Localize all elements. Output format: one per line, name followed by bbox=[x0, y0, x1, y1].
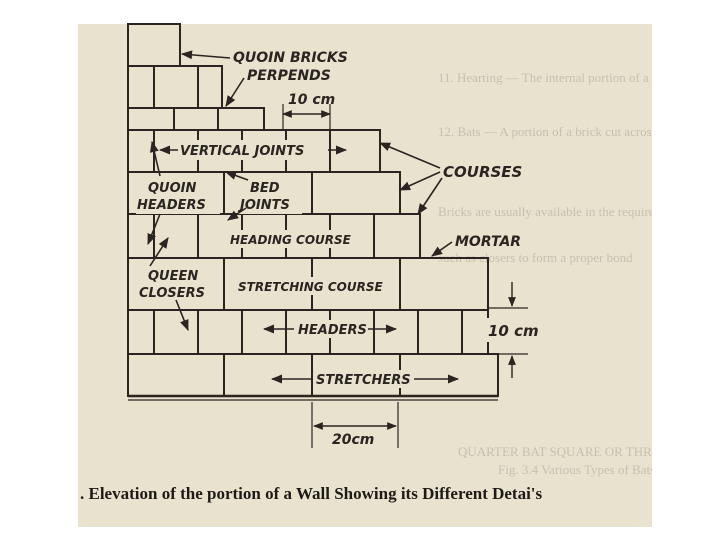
arrow-perpends bbox=[225, 77, 245, 107]
bleed-through-text: Fig. 3.4 Various Types of Bats bbox=[498, 462, 652, 477]
label-queen: QUEEN bbox=[148, 269, 198, 284]
brick-course bbox=[127, 107, 265, 131]
label-backing bbox=[314, 370, 412, 388]
arrow-bed-joints-up bbox=[224, 171, 249, 181]
label-bed: BED bbox=[250, 181, 280, 196]
bleed-through-text: such as closers to form a proper bond bbox=[438, 250, 633, 265]
arrow-courses-1 bbox=[378, 142, 441, 169]
arrow-courses-2 bbox=[398, 171, 441, 191]
label-backing bbox=[296, 320, 366, 338]
figure-caption: . Elevation of the portion of a Wall Sho… bbox=[80, 484, 543, 503]
arrow-bed-joints-down bbox=[227, 207, 247, 221]
bleed-through-text: QUARTER BAT SQUARE OR THREE bbox=[458, 444, 652, 459]
label-backing bbox=[180, 140, 328, 160]
label-quoin: QUOIN bbox=[148, 181, 196, 196]
label-backing bbox=[228, 230, 364, 248]
label-backing bbox=[238, 178, 302, 214]
label-queen-closers: CLOSERS bbox=[139, 286, 205, 301]
label-courses: COURSES bbox=[443, 163, 522, 181]
label-dim-10cm-right: 10 cm bbox=[488, 322, 539, 340]
label-stretching-course: STRETCHING COURSE bbox=[238, 280, 383, 294]
label-dim-20cm: 20cm bbox=[332, 432, 374, 448]
label-heading-course: HEADING COURSE bbox=[230, 233, 352, 247]
arrow-quoin-bricks bbox=[180, 50, 231, 60]
label-bed-joints: JOINTS bbox=[237, 198, 290, 213]
label-backing bbox=[136, 266, 220, 300]
label-headers-middle: HEADERS bbox=[298, 323, 367, 338]
label-quoin-bricks: QUOIN BRICKS bbox=[233, 50, 348, 66]
arrow-quoin-headers-down bbox=[147, 213, 161, 246]
label-quoin-headers: HEADERS bbox=[137, 198, 206, 213]
label-stretchers: STRETCHERS bbox=[316, 373, 411, 388]
label-backing bbox=[236, 277, 392, 295]
arrow-queen-closers-up bbox=[149, 237, 169, 267]
brick-course bbox=[127, 23, 181, 67]
bleed-through-text: 11. Hearting — The internal portion of a… bbox=[438, 70, 652, 85]
bleed-through-text: Bricks are usually available in the requ… bbox=[438, 204, 652, 219]
label-backing bbox=[136, 178, 220, 214]
arrow-courses-3 bbox=[417, 177, 443, 215]
label-mortar: MORTAR bbox=[455, 234, 521, 250]
label-backing bbox=[486, 318, 542, 342]
wall-base-line bbox=[128, 394, 498, 401]
label-perpends: PERPENDS bbox=[247, 68, 331, 84]
brick-course bbox=[127, 65, 223, 109]
arrow-mortar bbox=[431, 241, 453, 257]
label-dim-10cm-top: 10 cm bbox=[288, 92, 335, 108]
bleed-through-text: 12. Bats — A portion of a brick cut acro… bbox=[438, 124, 652, 139]
arrow-queen-closers-down bbox=[175, 299, 189, 332]
label-vertical-joints: VERTICAL JOINTS bbox=[180, 144, 304, 159]
arrow-quoin-headers-up bbox=[149, 140, 161, 177]
